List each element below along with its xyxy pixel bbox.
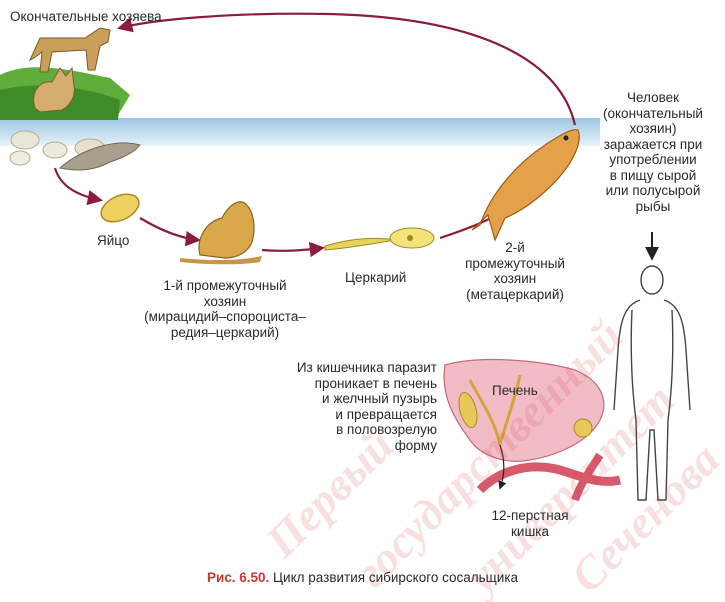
figure-caption: Рис. 6.50. Цикл развития сибирского соса… [0,570,725,585]
fish-illustration [471,129,580,242]
first-intermediate-host-label: 1-й промежуточный хозяин (мирацидий–спор… [144,278,306,340]
arrow-to-cercaria [261,241,326,258]
figure-number: Рис. 6.50. [206,570,270,585]
cercaria-illustration [324,227,435,251]
snail-illustration [180,201,262,265]
arrow-to-egg [53,167,104,206]
definitive-hosts-label: Окончательные хозяева [10,9,162,24]
cercaria-label: Церкарий [345,270,407,285]
human-silhouette [613,265,691,501]
duodenum-label: 12-перстная кишка [491,508,569,539]
second-intermediate-host-label: 2-й промежуточный хозяин (метацеркарий) [465,240,565,302]
liver-illustration [443,358,622,502]
definitive-hosts-illustration [0,27,141,171]
egg-illustration [100,193,140,223]
arrow-to-snail [139,217,202,247]
parasite-path-label: Из кишечника паразит проникает в печень … [296,360,437,453]
cycle-arrow-top [117,12,577,126]
figure-title: Цикл развития сибирского сосальщика [269,570,519,585]
egg-label: Яйцо [97,233,130,248]
human-host-label: Человек (окончательный хозяин) заражаетс… [603,90,703,214]
liver-label: Печень [492,383,538,398]
